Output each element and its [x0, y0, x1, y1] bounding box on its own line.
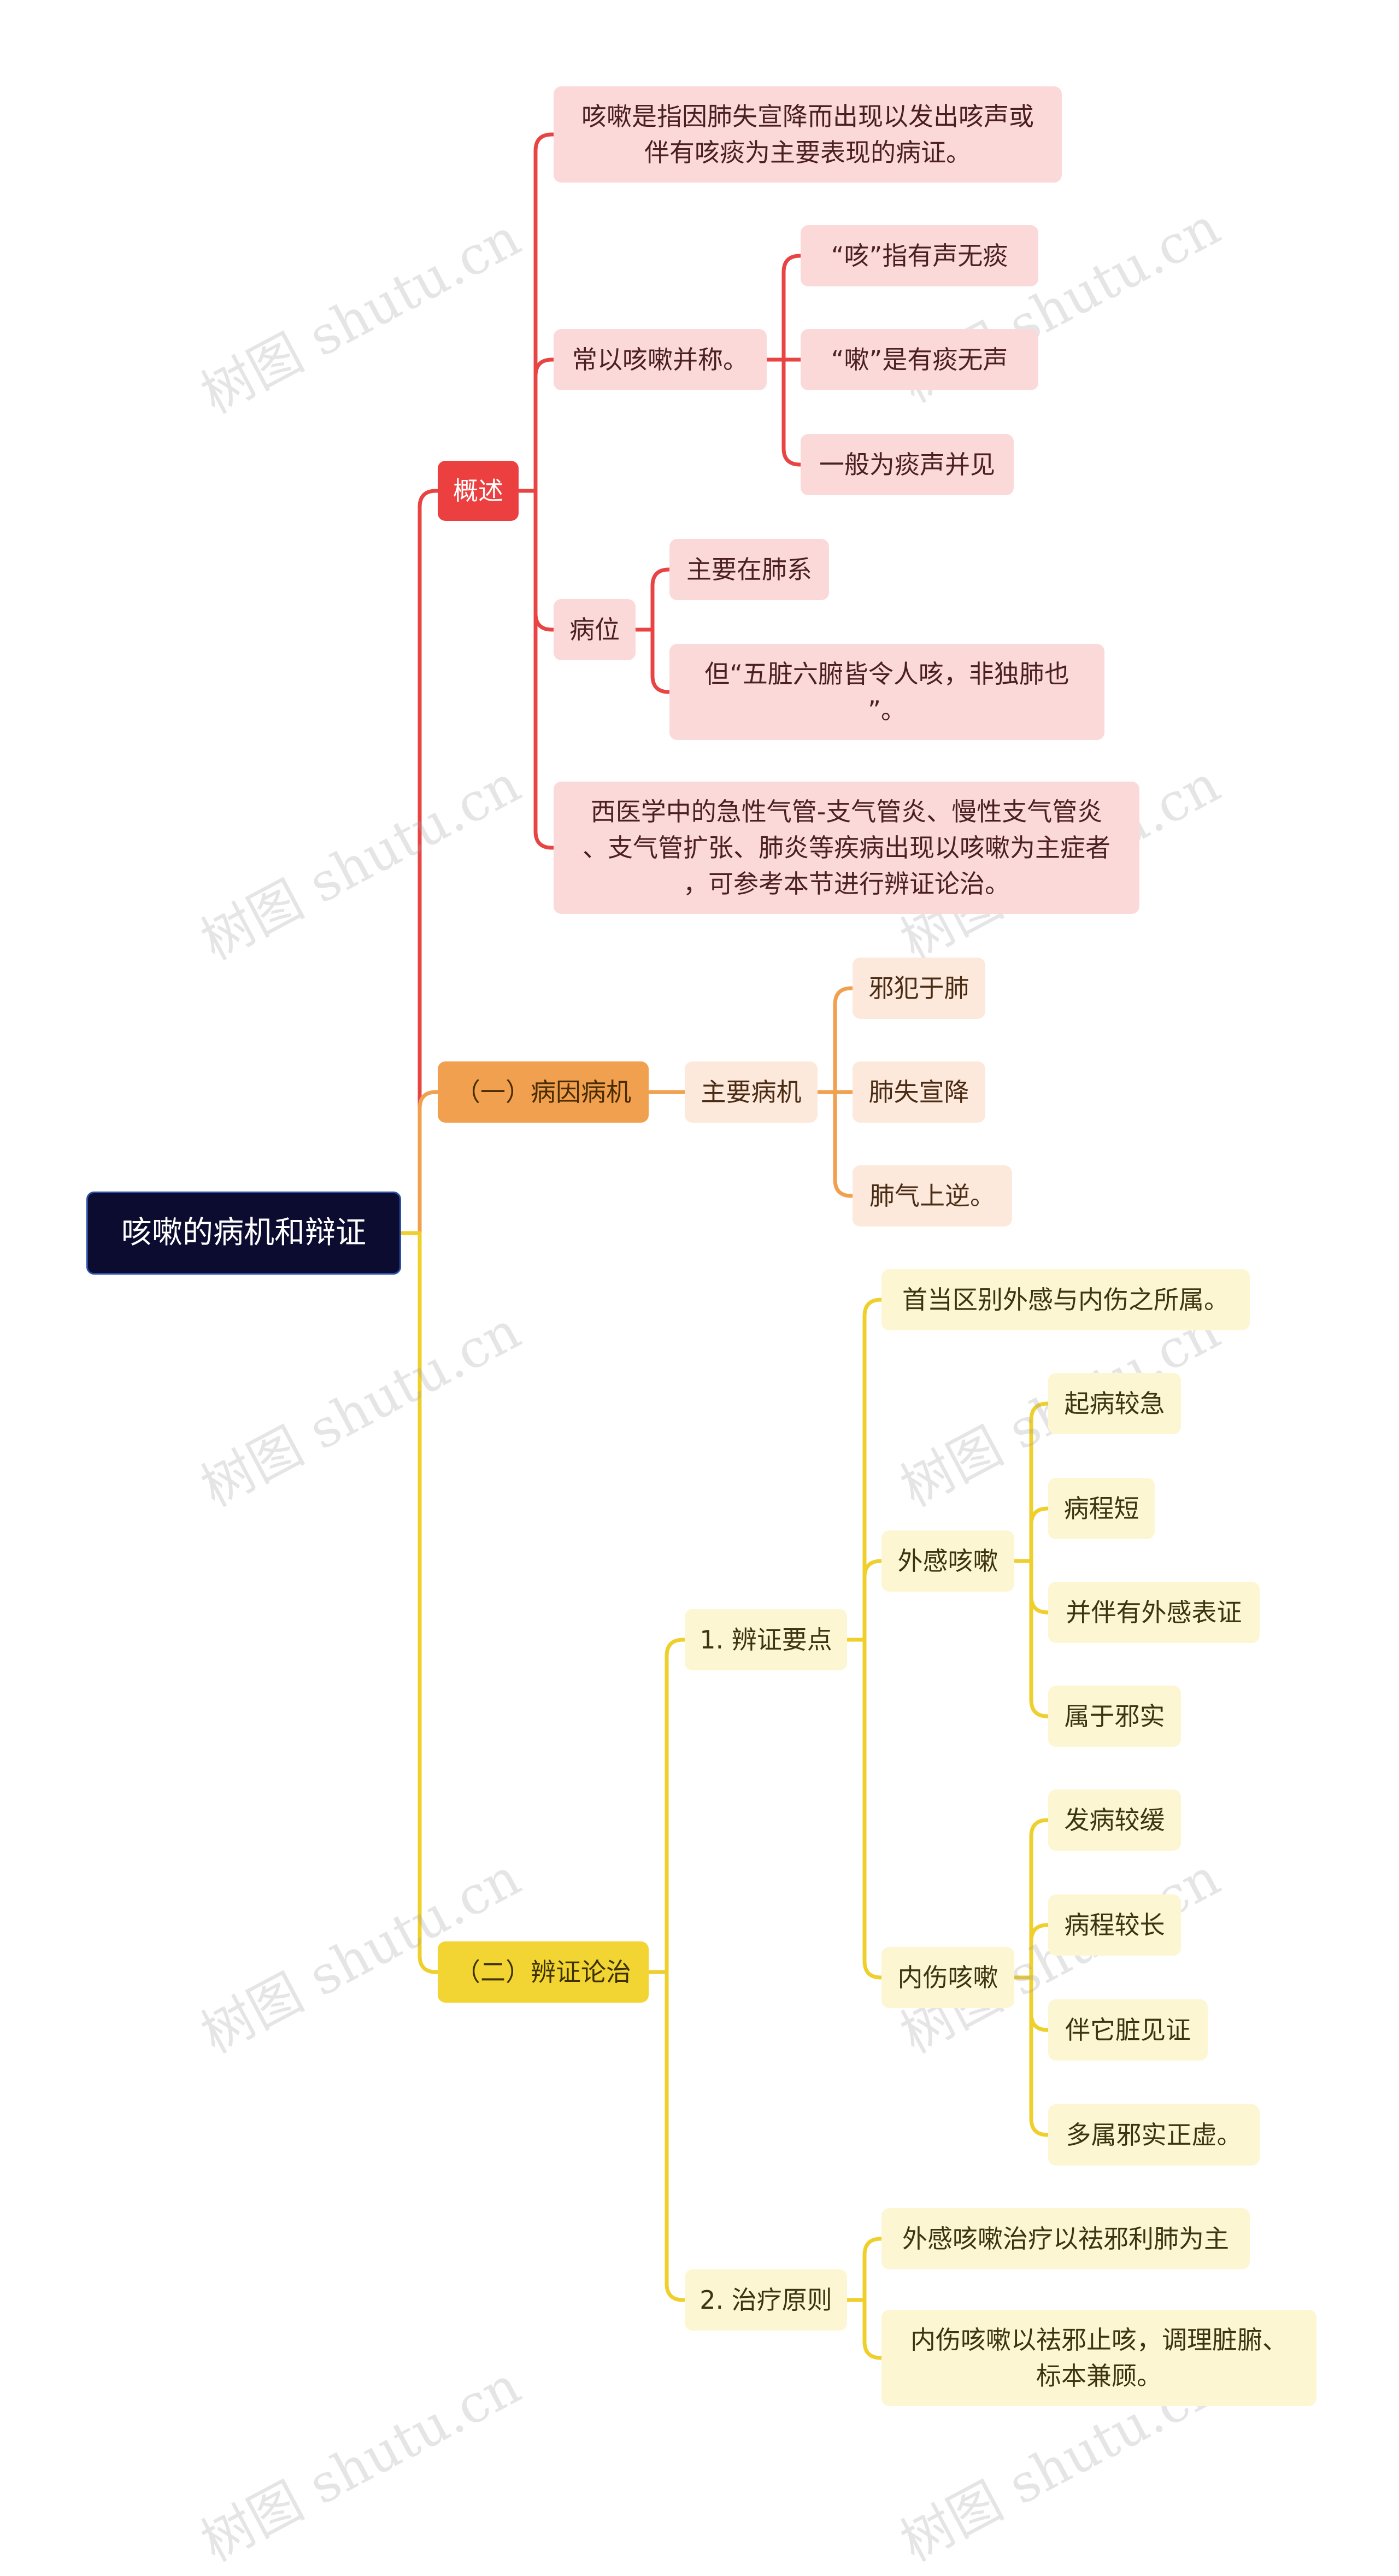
bingyin-zhuyao[interactable]: 主要病机	[685, 1061, 818, 1123]
root-node[interactable]: 咳嗽的病机和辩证	[86, 1192, 401, 1275]
connector	[781, 254, 803, 362]
connector	[650, 567, 672, 632]
bianzheng-yuanze[interactable]: 2. 治疗原则	[685, 2269, 847, 2331]
yaodian-waigan[interactable]: 外感咳嗽	[881, 1530, 1014, 1592]
zhuyao-item[interactable]: 肺失宣降	[853, 1061, 985, 1123]
connector	[533, 489, 556, 632]
waigan-item[interactable]: 起病较急	[1048, 1373, 1181, 1434]
waigan-item[interactable]: 属于邪实	[1048, 1686, 1181, 1747]
changyi-item[interactable]: 一般为痰声并见	[801, 434, 1014, 495]
connector	[1029, 1818, 1050, 1980]
neishang-item[interactable]: 伴它脏见证	[1048, 1999, 1208, 2061]
connector	[862, 1559, 884, 1642]
connector	[1029, 1923, 1050, 1980]
connector	[418, 1090, 440, 1235]
connector	[418, 489, 440, 1235]
yaodian-first[interactable]: 首当区别外感与内伤之所属。	[881, 1269, 1250, 1330]
yuanze-item[interactable]: 外感咳嗽治疗以祛邪利肺为主	[881, 2208, 1250, 2269]
connector	[833, 1090, 855, 1198]
mindmap-canvas: 树图 shutu.cn 树图 shutu.cn 树图 shutu.cn 树图 s…	[86, 86, 1316, 2573]
connector	[1029, 1401, 1050, 1563]
connector	[862, 1298, 884, 1642]
waigan-item[interactable]: 病程短	[1048, 1478, 1155, 1539]
gaishu-bingwei[interactable]: 病位	[554, 599, 636, 660]
connector	[665, 1638, 687, 1974]
gaishu-changyi[interactable]: 常以咳嗽并称。	[554, 329, 767, 390]
connector	[533, 489, 556, 850]
connector	[533, 132, 556, 493]
connector	[862, 1638, 884, 1980]
connector	[833, 986, 855, 1094]
bingwei-item[interactable]: 但“五脏六腑皆令人咳，非独肺也 ”。	[669, 644, 1104, 740]
changyi-item[interactable]: “咳”指有声无痰	[801, 225, 1038, 286]
branch-bianzheng[interactable]: （二）辨证论治	[438, 1941, 649, 2003]
connector	[1029, 1975, 1050, 2032]
connector	[533, 357, 556, 493]
yuanze-item[interactable]: 内伤咳嗽以祛邪止咳，调理脏腑、 标本兼顾。	[881, 2310, 1316, 2406]
connector	[1029, 1559, 1050, 1718]
connector	[1029, 1506, 1050, 1563]
connector	[1029, 1559, 1050, 1615]
zhuyao-item[interactable]: 肺气上逆。	[853, 1165, 1012, 1227]
waigan-item[interactable]: 并伴有外感表证	[1048, 1582, 1260, 1643]
neishang-item[interactable]: 病程较长	[1048, 1894, 1181, 1956]
neishang-item[interactable]: 多属邪实正虚。	[1048, 2104, 1260, 2166]
connector	[862, 2237, 884, 2302]
connector	[418, 1231, 440, 1974]
branch-bingyin[interactable]: （一）病因病机	[438, 1061, 649, 1123]
gaishu-xiyi[interactable]: 西医学中的急性气管-支气管炎、慢性支气管炎 、支气管扩张、肺炎等疾病出现以咳嗽为…	[554, 782, 1139, 914]
connector	[665, 1970, 687, 2302]
gaishu-definition[interactable]: 咳嗽是指因肺失宣降而出现以发出咳声或 伴有咳痰为主要表现的病证。	[554, 86, 1062, 183]
connector	[1029, 1975, 1050, 2137]
neishang-item[interactable]: 发病较缓	[1048, 1789, 1181, 1851]
branch-gaishu[interactable]: 概述	[438, 461, 519, 521]
connector-lines	[399, 132, 1050, 2360]
zhuyao-item[interactable]: 邪犯于肺	[853, 958, 985, 1019]
bianzheng-yaodian[interactable]: 1. 辨证要点	[685, 1609, 847, 1670]
yaodian-neishang[interactable]: 内伤咳嗽	[881, 1947, 1014, 2008]
changyi-item[interactable]: “嗽”是有痰无声	[801, 329, 1038, 390]
connector	[650, 627, 672, 694]
connector	[862, 2298, 884, 2360]
bingwei-item[interactable]: 主要在肺系	[669, 539, 829, 600]
connector	[781, 357, 803, 467]
